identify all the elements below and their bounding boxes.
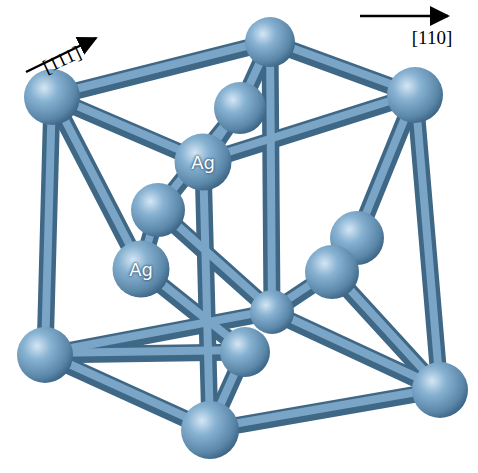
atom-sphere [131,183,185,237]
atom-sphere [24,69,80,125]
atom-sphere [305,245,359,299]
direction-label: [110] [412,27,452,49]
atom-sphere [214,82,266,134]
atom-sphere [113,241,170,298]
atom-sphere [175,134,232,191]
atom-sphere [220,327,270,377]
atom-sphere [412,362,468,418]
atom-sphere [245,17,295,67]
atom-node: Ag [112,240,170,298]
bond-stick [210,388,440,428]
atom-sphere [17,327,73,383]
bond-stick [45,95,52,353]
atom-sphere [181,401,239,459]
bond-stick [45,350,245,353]
bond-stick [270,40,272,310]
bond-stick [415,93,440,388]
direction-label: [111] [39,42,84,79]
direction-arrow [360,15,448,18]
atom-node: Ag [174,133,232,191]
element-label: Ag [129,259,153,280]
element-label: Ag [191,152,215,173]
atom-sphere [250,290,294,334]
atom-sphere [387,67,443,123]
bond-stick [272,310,440,388]
bond-stick [203,160,210,428]
